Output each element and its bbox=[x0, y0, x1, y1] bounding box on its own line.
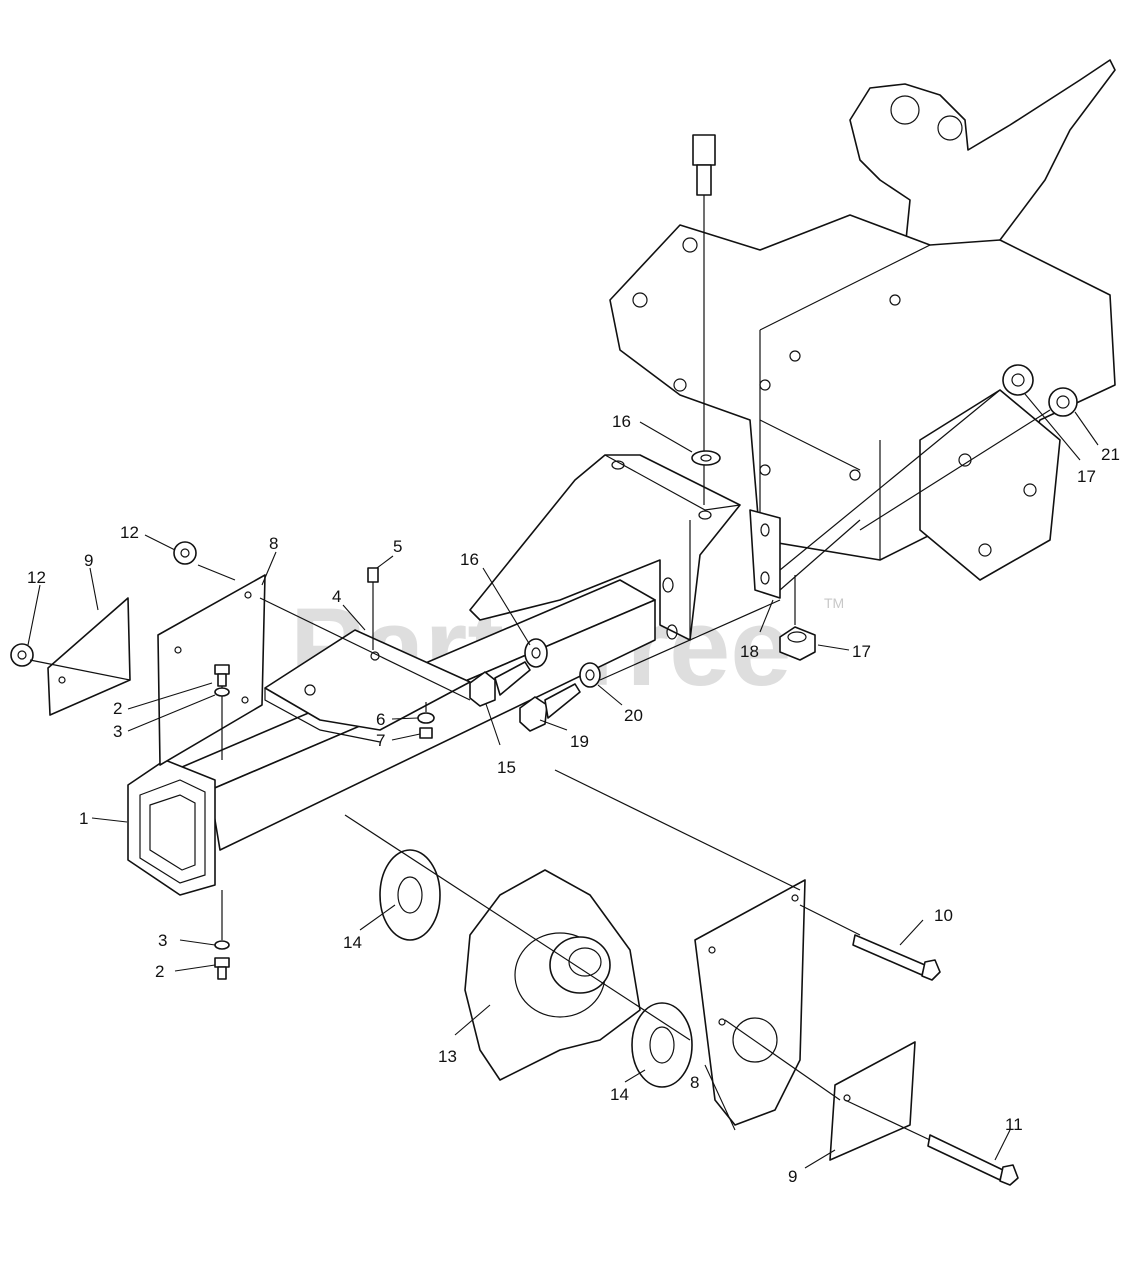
callout-19: 19 bbox=[570, 732, 589, 751]
callout-15: 15 bbox=[497, 758, 516, 777]
leader-lines bbox=[27, 393, 1099, 1169]
callout-3-lower: 3 bbox=[158, 931, 167, 950]
nut-21 bbox=[1048, 387, 1078, 417]
callout-3-upper: 3 bbox=[113, 722, 122, 741]
callout-14-upper: 14 bbox=[343, 933, 362, 952]
callout-9-lower: 9 bbox=[788, 1167, 797, 1186]
washer-3-upper bbox=[214, 687, 230, 697]
bolt-2-upper bbox=[214, 664, 230, 760]
washer-lower bbox=[631, 1002, 693, 1088]
callout-11: 11 bbox=[1005, 1115, 1023, 1134]
bolt-19 bbox=[519, 683, 581, 732]
mounting-bracket bbox=[469, 454, 741, 641]
callout-8-upper: 8 bbox=[269, 534, 278, 553]
top-plate bbox=[264, 629, 471, 743]
callout-6: 6 bbox=[376, 710, 385, 729]
nut-12-left bbox=[10, 643, 34, 667]
shim-18 bbox=[749, 509, 781, 599]
nut-12-top bbox=[173, 541, 197, 565]
callout-7: 7 bbox=[376, 731, 385, 750]
callout-2-lower: 2 bbox=[155, 962, 164, 981]
washer-upper bbox=[379, 849, 441, 941]
callout-4: 4 bbox=[332, 587, 341, 606]
callout-1: 1 bbox=[79, 809, 88, 828]
callout-12-left: 12 bbox=[27, 568, 46, 587]
bolt-15 bbox=[469, 661, 531, 707]
callout-5: 5 bbox=[393, 537, 402, 556]
callout-14-lower: 14 bbox=[610, 1085, 629, 1104]
long-bolt-top bbox=[692, 134, 716, 505]
callout-8-lower: 8 bbox=[690, 1073, 699, 1092]
washer-16-mid bbox=[524, 638, 548, 668]
callout-18: 18 bbox=[740, 642, 759, 661]
tractor-frame bbox=[609, 59, 1116, 581]
washer-6 bbox=[417, 712, 435, 724]
callout-17-upper: 17 bbox=[1077, 467, 1096, 486]
left-plates bbox=[47, 574, 266, 766]
washer-20 bbox=[579, 662, 601, 688]
right-plates bbox=[694, 879, 916, 1161]
nut-17-lower bbox=[779, 626, 816, 661]
callout-21: 21 bbox=[1101, 445, 1120, 464]
callout-16-top: 16 bbox=[612, 412, 631, 431]
callout-13: 13 bbox=[438, 1047, 457, 1066]
callout-20: 20 bbox=[624, 706, 643, 725]
callouts: 1 2 2 3 3 4 5 6 7 8 8 9 9 10 11 12 12 13… bbox=[27, 412, 1120, 1186]
callout-17-lower: 17 bbox=[852, 642, 871, 661]
callout-12-top: 12 bbox=[120, 523, 139, 542]
bolt-5 bbox=[367, 567, 379, 650]
washer-16-top bbox=[691, 450, 721, 466]
bolt-2-lower bbox=[214, 890, 230, 980]
nut-17-upper bbox=[1002, 364, 1034, 396]
callout-2-upper: 2 bbox=[113, 699, 122, 718]
nut-7 bbox=[419, 727, 433, 739]
callout-16-mid: 16 bbox=[460, 550, 479, 569]
bolt-10 bbox=[852, 934, 941, 981]
assembly-lines bbox=[29, 389, 1051, 1141]
drive-gear bbox=[464, 869, 641, 1081]
trademark-mark: TM bbox=[824, 595, 844, 611]
callout-9-upper: 9 bbox=[84, 551, 93, 570]
bolt-11 bbox=[927, 1134, 1019, 1186]
callout-10: 10 bbox=[934, 906, 953, 925]
